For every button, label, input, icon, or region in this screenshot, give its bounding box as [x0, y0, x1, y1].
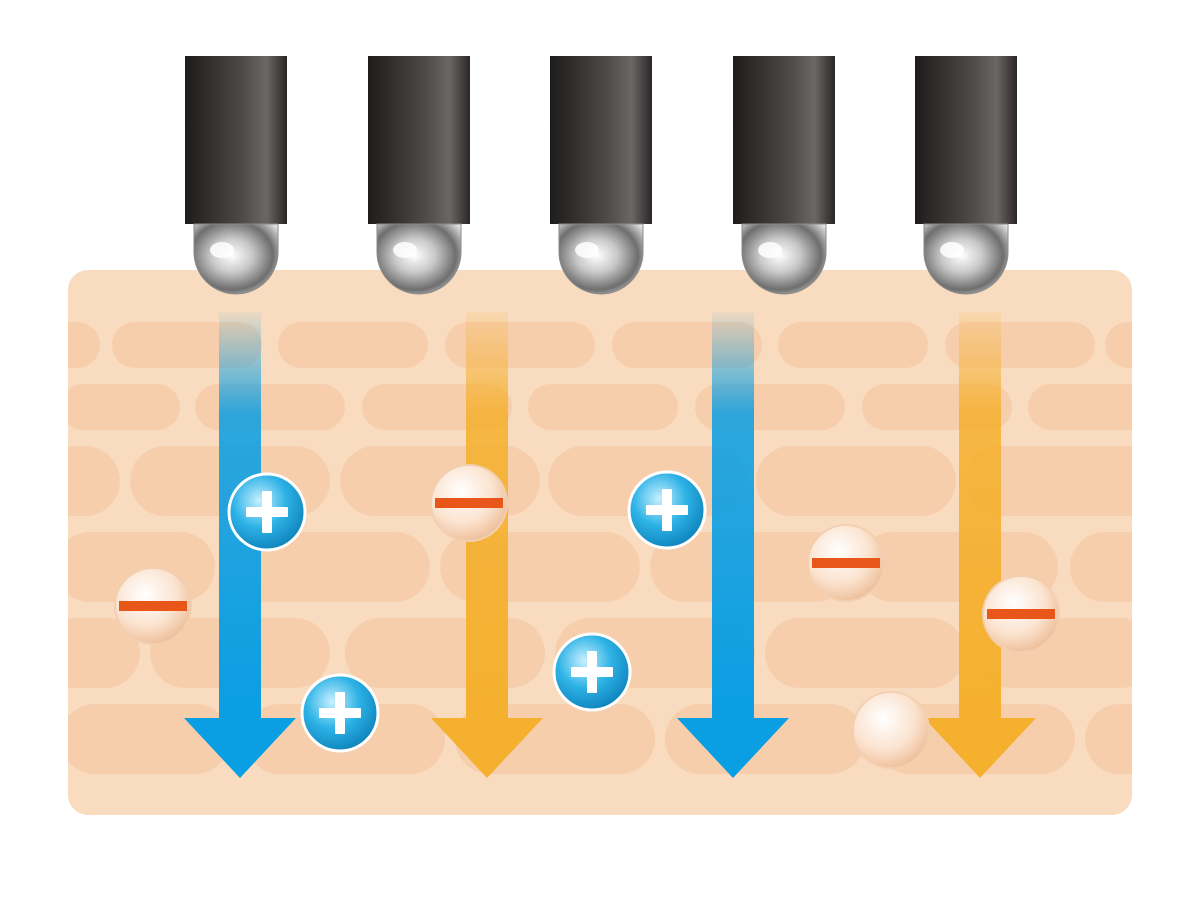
arrow-down-icon — [184, 718, 296, 778]
minus-icon — [435, 498, 503, 508]
arrow-down-icon — [677, 718, 789, 778]
skin-cell — [278, 322, 428, 368]
flow-arrows — [184, 312, 1036, 778]
plus-icon — [246, 491, 288, 533]
probe-ball-tip — [376, 223, 462, 295]
probe-ball-tip — [558, 223, 644, 295]
skin-cell — [778, 322, 928, 368]
minus-icon — [119, 601, 187, 611]
neutral-ion — [852, 691, 930, 769]
skin-cell — [765, 618, 965, 688]
arrow-shaft — [959, 312, 1001, 720]
negative-ion — [982, 575, 1060, 653]
probe-highlight — [393, 242, 417, 258]
probe-body — [368, 56, 470, 224]
skin-cell — [345, 618, 545, 688]
electrode-probe — [915, 56, 1017, 295]
arrow-shaft — [712, 312, 754, 720]
skin-cell — [1105, 322, 1132, 368]
probe-body — [915, 56, 1017, 224]
probe-ball-tip — [923, 223, 1009, 295]
probe-highlight — [575, 242, 599, 258]
ions — [114, 464, 1060, 769]
skin-cell — [1085, 704, 1132, 774]
skin-cell — [1028, 384, 1132, 430]
electrode-probe — [733, 56, 835, 295]
minus-icon — [987, 609, 1055, 619]
probe-ball-tip — [741, 223, 827, 295]
skin-cell — [1070, 532, 1132, 602]
probe-body — [550, 56, 652, 224]
skin-cell — [68, 384, 180, 430]
plus-icon — [319, 692, 361, 734]
probe-body — [733, 56, 835, 224]
positive-ion — [300, 673, 380, 753]
positive-flow-arrow — [677, 312, 789, 778]
positive-ion — [627, 470, 707, 550]
probe-highlight — [940, 242, 964, 258]
skin-cell — [756, 446, 956, 516]
electrode-probe — [368, 56, 470, 295]
negative-ion — [430, 464, 508, 542]
skin-cell — [68, 322, 100, 368]
electrode-probes — [185, 56, 1017, 295]
probe-ball-tip — [193, 223, 279, 295]
positive-ion — [552, 632, 632, 712]
electrode-probe — [185, 56, 287, 295]
probe-highlight — [210, 242, 234, 258]
arrow-down-icon — [924, 718, 1036, 778]
positive-ion — [227, 472, 307, 552]
plus-icon — [646, 489, 688, 531]
negative-flow-arrow — [924, 312, 1036, 778]
probe-body — [185, 56, 287, 224]
skin-cell — [230, 532, 430, 602]
minus-icon — [812, 558, 880, 568]
negative-ion — [807, 524, 885, 602]
skin-cell — [68, 446, 120, 516]
plus-icon — [571, 651, 613, 693]
negative-ion — [114, 567, 192, 645]
skin-cell — [68, 618, 140, 688]
probe-highlight — [758, 242, 782, 258]
skin-cell — [195, 384, 345, 430]
ion-sphere — [852, 691, 930, 769]
electrode-probe — [550, 56, 652, 295]
skin-cell — [528, 384, 678, 430]
skin-cell — [965, 446, 1132, 516]
arrow-down-icon — [431, 718, 543, 778]
